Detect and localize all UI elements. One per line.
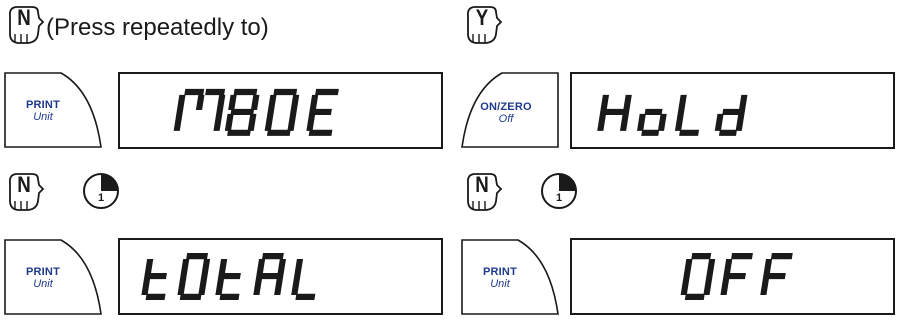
hand-pointer-icon — [466, 6, 503, 44]
timer-count: 1 — [555, 192, 563, 204]
hand-letter: Y — [475, 5, 489, 30]
press-no-icon: N — [4, 2, 46, 46]
key-sublabel: Unit — [490, 278, 510, 290]
lcd-display-off — [570, 238, 895, 315]
press-yes-icon: Y — [462, 2, 504, 46]
print-unit-button[interactable]: PRINT Unit — [3, 238, 103, 316]
print-unit-button[interactable]: PRINT Unit — [3, 71, 103, 149]
lcd-text — [680, 253, 793, 300]
key-label: PRINT — [26, 99, 60, 111]
hand-pointer-icon — [8, 173, 45, 211]
key-label: ON/ZERO — [480, 101, 532, 113]
key-sublabel: Off — [498, 113, 514, 125]
press-no-icon: N — [462, 169, 504, 213]
timer-count: 1 — [97, 192, 105, 204]
lcd-text — [141, 253, 316, 300]
lcd-display-mode — [118, 72, 443, 149]
timer-icon: 1 — [82, 172, 120, 210]
print-unit-button[interactable]: PRINT Unit — [460, 238, 560, 316]
hand-letter: N — [17, 172, 31, 197]
on-zero-off-button[interactable]: ON/ZERO Off — [460, 71, 560, 149]
hand-pointer-icon — [466, 173, 503, 211]
timer-icon: 1 — [540, 172, 578, 210]
lcd-display-hold — [570, 72, 895, 149]
hand-letter: N — [475, 172, 489, 197]
lcd-display-total — [118, 238, 443, 315]
lcd-text — [597, 94, 748, 136]
hand-letter: N — [17, 5, 31, 30]
key-label: PRINT — [483, 266, 517, 278]
key-sublabel: Unit — [33, 111, 53, 123]
hand-pointer-icon — [8, 6, 45, 44]
key-sublabel: Unit — [33, 278, 53, 290]
lcd-text — [173, 88, 339, 136]
key-label: PRINT — [26, 266, 60, 278]
press-no-icon: N — [4, 169, 46, 213]
instruction-caption: (Press repeatedly to) — [46, 14, 269, 41]
